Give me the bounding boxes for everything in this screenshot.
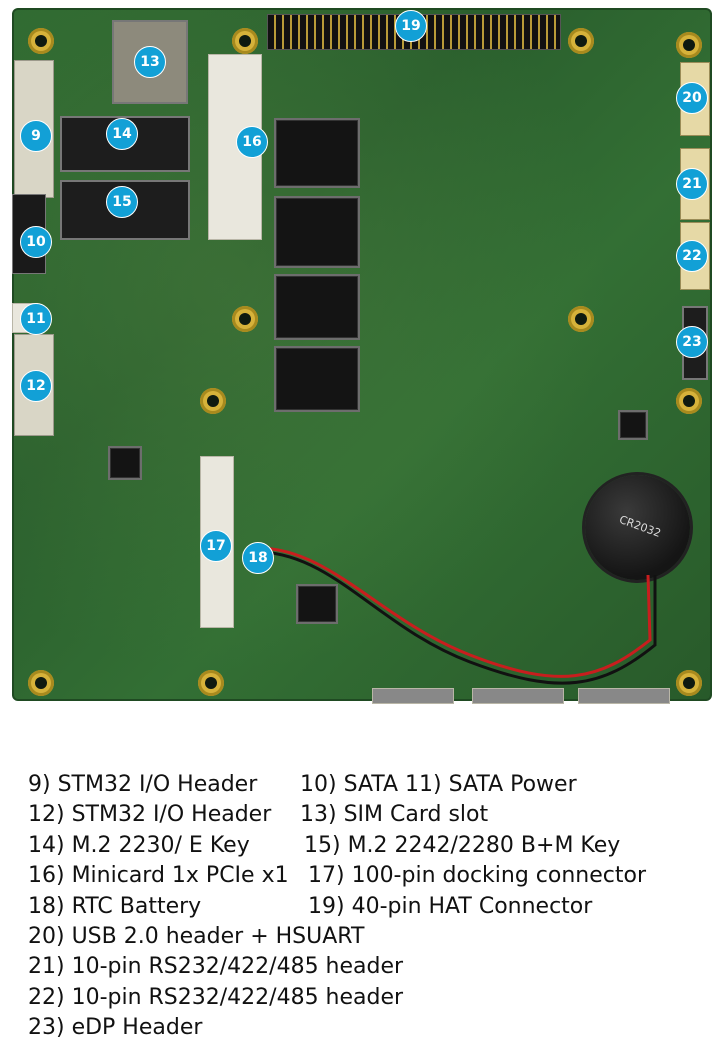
mount-hole <box>232 306 258 332</box>
mount-hole <box>232 28 258 54</box>
callout-16: 16 <box>236 126 268 158</box>
legend-item: 9) STM32 I/O Header <box>28 772 258 797</box>
legend-item: 23) eDP Header <box>28 1015 203 1041</box>
bottom-port <box>578 688 670 704</box>
callout-10: 10 <box>20 226 52 258</box>
ic-chip <box>298 586 336 622</box>
callout-21: 21 <box>676 168 708 200</box>
bottom-port <box>472 688 564 704</box>
legend-row: 23) eDP Header <box>28 1015 708 1045</box>
callout-23: 23 <box>676 326 708 358</box>
mount-hole <box>568 306 594 332</box>
pcb-board <box>12 8 712 704</box>
callout-20: 20 <box>676 82 708 114</box>
memory-chip <box>276 198 358 266</box>
rtc-battery <box>585 475 690 580</box>
callout-18: 18 <box>242 542 274 574</box>
legend-item: 15) M.2 2242/2280 B+M Key <box>304 832 621 858</box>
mount-hole <box>198 670 224 696</box>
ic-chip <box>620 412 646 438</box>
legend-item: 10) SATA 11) SATA Power <box>300 772 577 797</box>
legend-item: 18) RTC Battery <box>28 893 202 919</box>
callout-14: 14 <box>106 118 138 150</box>
legend-item: 13) SIM Card slot <box>300 802 489 828</box>
legend-item: 19) 40-pin HAT Connector <box>308 893 593 919</box>
legend-row: 22) 10-pin RS232/422/485 header <box>28 985 708 1015</box>
bottom-port <box>372 688 454 704</box>
legend: 9) STM32 I/O Header 10) SATA 11) SATA Po… <box>28 772 708 1046</box>
legend-item: 21) 10-pin RS232/422/485 header <box>28 954 404 980</box>
legend-item: 16) Minicard 1x PCIe x1 <box>28 863 289 889</box>
ic-chip <box>110 448 140 478</box>
legend-row: 9) STM32 I/O Header 10) SATA 11) SATA Po… <box>28 772 708 802</box>
mount-hole <box>676 32 702 58</box>
memory-chip <box>276 120 358 186</box>
legend-row: 21) 10-pin RS232/422/485 header <box>28 954 708 984</box>
legend-item: 22) 10-pin RS232/422/485 header <box>28 984 404 1010</box>
memory-chip <box>276 348 358 410</box>
mount-hole <box>568 28 594 54</box>
mount-hole <box>676 388 702 414</box>
sim-slot <box>112 20 188 104</box>
legend-item: 17) 100-pin docking connector <box>308 863 646 889</box>
legend-item: 12) STM32 I/O Header <box>28 802 272 828</box>
memory-chip <box>276 276 358 338</box>
mount-hole <box>676 670 702 696</box>
legend-row: 12) STM32 I/O Header 13) SIM Card slot <box>28 802 708 832</box>
callout-17: 17 <box>200 530 232 562</box>
callout-15: 15 <box>106 186 138 218</box>
legend-row: 18) RTC Battery 19) 40-pin HAT Connector <box>28 894 708 924</box>
callout-13: 13 <box>134 46 166 78</box>
callout-11: 11 <box>20 303 52 335</box>
legend-row: 20) USB 2.0 header + HSUART <box>28 924 708 954</box>
legend-row: 14) M.2 2230/ E Key 15) M.2 2242/2280 B+… <box>28 833 708 863</box>
mount-hole <box>200 388 226 414</box>
callout-19: 19 <box>395 10 427 42</box>
legend-item: 20) USB 2.0 header + HSUART <box>28 923 365 949</box>
battery-wire <box>257 546 657 685</box>
mount-hole <box>28 670 54 696</box>
legend-row: 16) Minicard 1x PCIe x1 17) 100-pin dock… <box>28 863 708 893</box>
callout-22: 22 <box>676 240 708 272</box>
callout-12: 12 <box>20 370 52 402</box>
callout-9: 9 <box>20 120 52 152</box>
legend-item: 14) M.2 2230/ E Key <box>28 832 250 858</box>
mount-hole <box>28 28 54 54</box>
